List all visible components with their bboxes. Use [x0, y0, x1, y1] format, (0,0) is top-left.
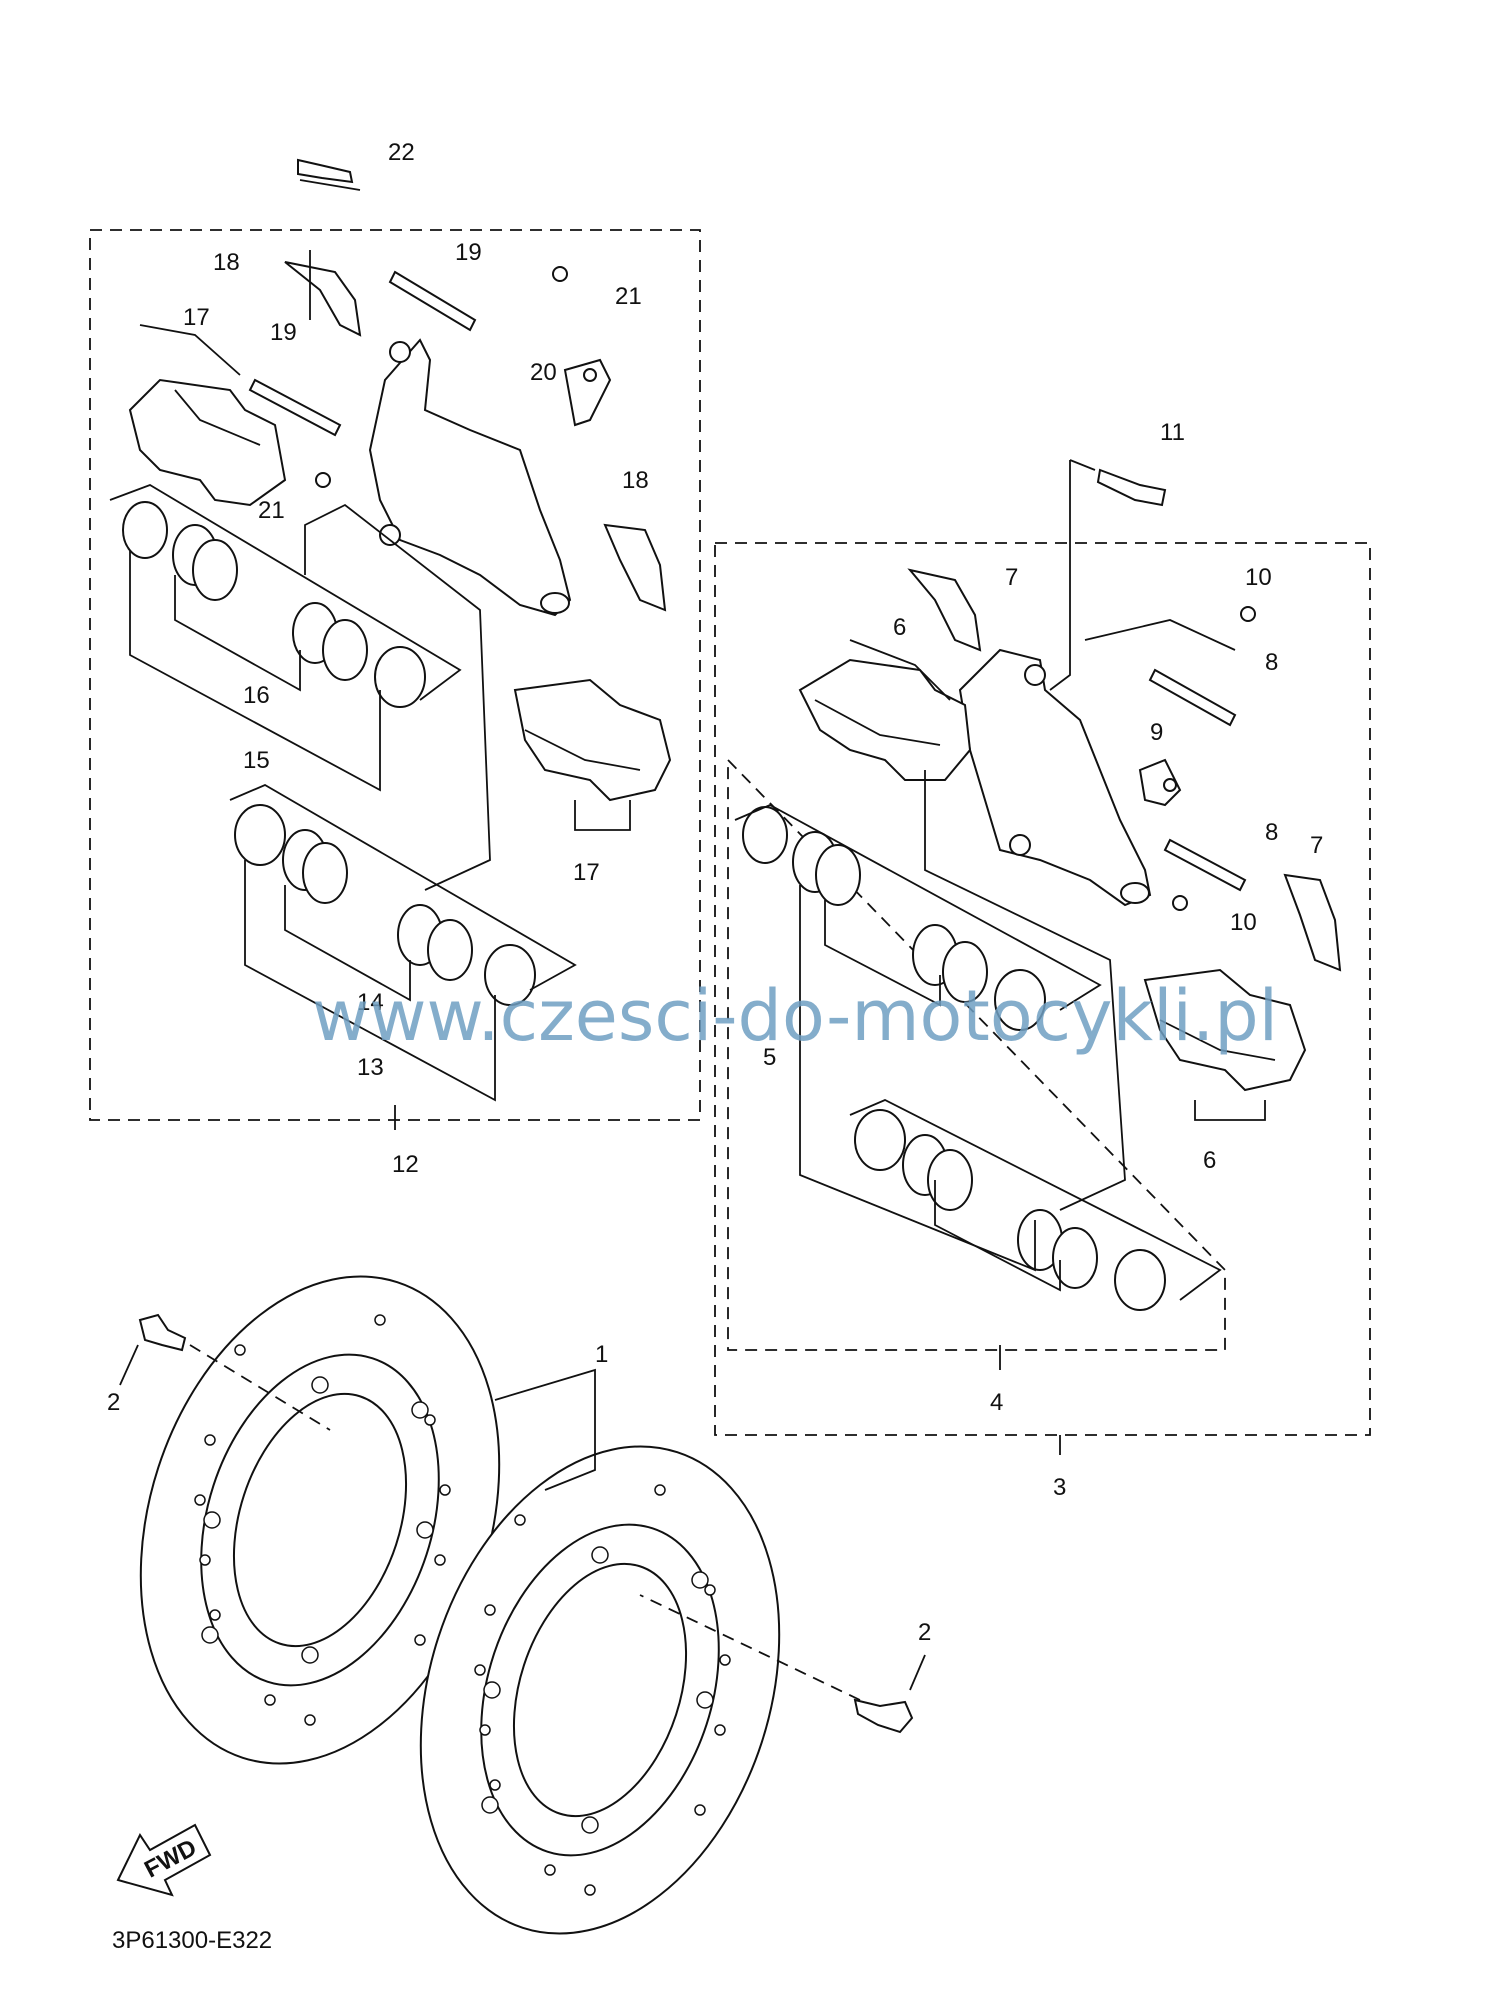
right-bolt-11 [1096, 468, 1167, 507]
right-washer-upper [1240, 606, 1256, 622]
callout-10-lower: 10 [1230, 909, 1257, 936]
watermark-url: www.czesci-do-motocykli.pl [312, 975, 1278, 1057]
callout-10-upper: 10 [1245, 564, 1272, 591]
callout-11: 11 [1160, 419, 1185, 446]
disc-bolt-right [853, 1698, 914, 1734]
callout-4: 4 [990, 1389, 1003, 1416]
right-pin-upper [1148, 668, 1237, 727]
right-brake-pad-lower [1143, 968, 1307, 1092]
right-caliper-body [958, 648, 1152, 907]
callout-6-upper: 6 [893, 614, 906, 641]
right-caliper-assembly-box [714, 542, 1371, 1436]
left-pad-clip-upper [284, 261, 362, 337]
right-pad-clip-right [1283, 873, 1342, 972]
brake-disc-left [139, 1275, 501, 1765]
left-piston-set-lower [234, 804, 536, 1006]
callout-14: 14 [357, 989, 384, 1016]
left-pad-clip-right [603, 523, 667, 612]
callout-20: 20 [530, 359, 557, 386]
right-piston-set-upper [742, 806, 1046, 1031]
right-seal-kit-box [727, 757, 1226, 1351]
right-washer-lower [1172, 895, 1188, 911]
callout-2-right: 2 [918, 1619, 931, 1646]
right-leader-lines [734, 459, 1266, 1455]
left-caliper-assembly-box [89, 229, 701, 1121]
right-pin-lower [1163, 838, 1247, 892]
forward-arrow-icon: FWD [116, 1823, 212, 1897]
callout-17-upper: 17 [183, 304, 210, 331]
left-bleed-screw [563, 358, 612, 427]
left-caliper-body [368, 338, 572, 617]
callout-21-lower: 21 [258, 497, 285, 524]
callout-15: 15 [243, 747, 270, 774]
callout-16: 16 [243, 682, 270, 709]
left-washer-lower [315, 472, 331, 488]
callout-13: 13 [357, 1054, 384, 1081]
callout-2-left: 2 [107, 1389, 120, 1416]
callout-7-upper: 7 [1005, 564, 1018, 591]
callout-17-lower: 17 [573, 859, 600, 886]
callout-21-upper: 21 [615, 283, 642, 310]
left-bolt-22 [297, 158, 354, 184]
callout-22: 22 [388, 139, 415, 166]
drawing-code: 3P61300-E322 [112, 1927, 272, 1954]
disc-bolt-left [138, 1313, 187, 1352]
left-washer-upper [552, 266, 568, 282]
left-brake-pad-upper [128, 378, 287, 507]
callout-3: 3 [1053, 1474, 1066, 1501]
left-pin-lower [248, 378, 342, 437]
callout-19-upper: 19 [455, 239, 482, 266]
right-piston-set-lower [854, 1109, 1166, 1311]
callout-5: 5 [763, 1044, 776, 1071]
callout-6-lower: 6 [1203, 1147, 1216, 1174]
callout-1: 1 [595, 1341, 608, 1368]
callout-18-lower: 18 [622, 467, 649, 494]
callout-7-lower: 7 [1310, 832, 1323, 859]
left-brake-pad-lower [513, 678, 672, 802]
right-bleed-screw [1138, 758, 1182, 807]
brake-disc-right [419, 1445, 781, 1935]
left-pin-upper [388, 270, 477, 332]
left-leader-lines [109, 179, 631, 1130]
disc-leader-lines [119, 1344, 926, 1701]
callout-8-lower: 8 [1265, 819, 1278, 846]
left-piston-set-upper [122, 501, 426, 708]
callout-8-upper: 8 [1265, 649, 1278, 676]
callout-19-lower: 19 [270, 319, 297, 346]
callout-9: 9 [1150, 719, 1163, 746]
callout-labels: 22 18 19 21 17 19 20 18 21 16 15 17 14 1… [107, 139, 1323, 1646]
callout-18-upper: 18 [213, 249, 240, 276]
callout-12: 12 [392, 1151, 419, 1178]
right-brake-pad-upper [798, 658, 972, 781]
right-pad-clip-upper [907, 568, 982, 652]
